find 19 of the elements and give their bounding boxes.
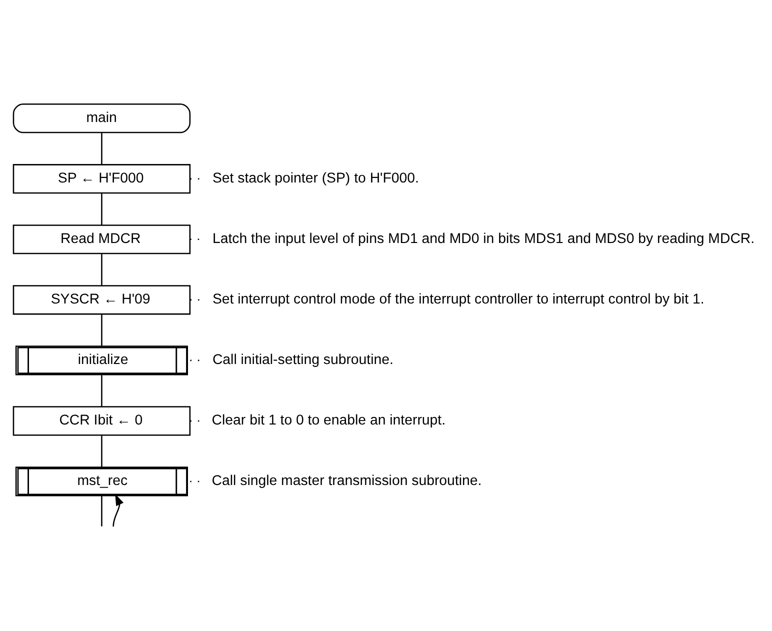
node-label: Call single master transmission subroutine. xyxy=(212,472,482,489)
connector xyxy=(101,132,102,164)
connector xyxy=(101,254,102,286)
node-label: Call initial-setting subroutine. xyxy=(212,352,394,368)
node-label: Clear bit 1 to 0 to enable an interrupt. xyxy=(212,412,446,428)
node-box: SYSCR ← H'09 xyxy=(12,284,191,314)
connector xyxy=(101,314,102,346)
connector xyxy=(101,374,102,406)
connector xyxy=(101,193,102,225)
node-box: Read MDCR xyxy=(12,224,191,254)
node-label: Set stack pointer (SP) to H'F000. xyxy=(212,170,419,186)
node-label: Latch the input level of pins MD1 and MD0 in bits MDS1 and MDS0 by reading MDCR. xyxy=(212,230,755,246)
arrow xyxy=(112,493,124,526)
connector xyxy=(101,435,102,467)
node-box: SP ← H'F000 xyxy=(12,164,191,194)
node-label: Set interrupt control mode of the interrupt controller to interrupt control by bit 1. xyxy=(212,291,704,308)
connector xyxy=(101,495,102,526)
node-box: CCR Ibit ← 0 xyxy=(12,406,191,436)
node-box: main xyxy=(12,103,191,133)
